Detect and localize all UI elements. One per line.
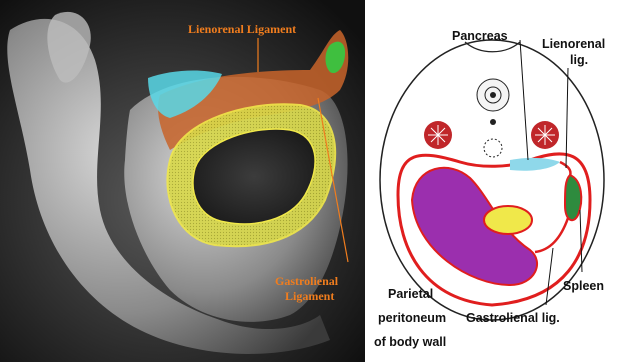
pancreas-label: Pancreas xyxy=(452,29,508,43)
parietal-label-line3: of body wall xyxy=(374,335,446,349)
aorta xyxy=(490,119,496,125)
sem-illustration: Lienorenal Ligament Gastrolienal Ligamen… xyxy=(0,0,365,362)
parietal-label-line2: peritoneum xyxy=(378,311,446,325)
gastrolienal-ligament-label-line2: Ligament xyxy=(285,289,334,303)
parietal-label-line1: Parietal xyxy=(388,287,433,301)
gastrolienal-label: Gastrolienal lig. xyxy=(466,311,560,325)
lienorenal-label-line2: lig. xyxy=(570,53,588,67)
kidney-left-pattern xyxy=(428,125,448,145)
gastrolienal-ligament-label-line1: Gastrolienal xyxy=(275,274,339,288)
kidney-right-pattern xyxy=(535,125,555,145)
cross-section-schematic: Pancreas Lienorenal lig. Spleen Gastroli… xyxy=(370,0,621,362)
sem-micrograph: Lienorenal Ligament Gastrolienal Ligamen… xyxy=(0,0,365,362)
schematic-illustration: Pancreas Lienorenal lig. Spleen Gastroli… xyxy=(370,0,621,362)
lienorenal-label-line1: Lienorenal xyxy=(542,37,605,51)
spleen-label: Spleen xyxy=(563,279,604,293)
inner-organ xyxy=(484,206,532,234)
spinal-cord xyxy=(490,92,496,98)
lienorenal-ligament-label: Lienorenal Ligament xyxy=(188,22,296,36)
